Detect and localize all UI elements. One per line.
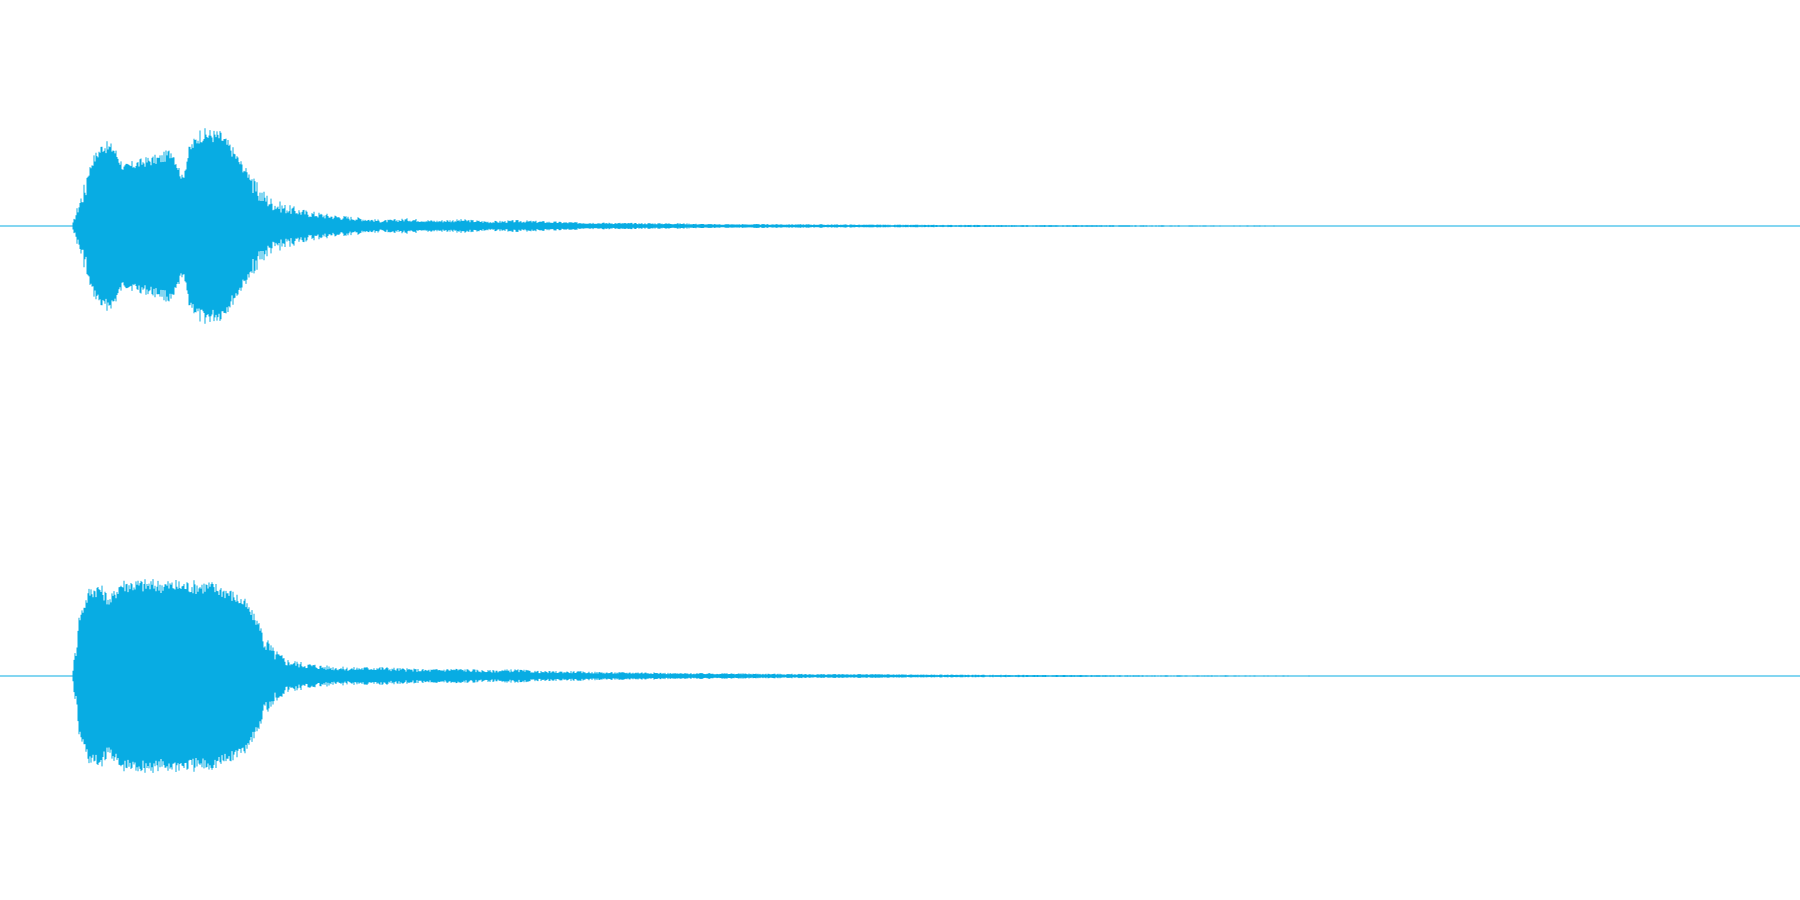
waveform-channel-2 <box>0 579 1800 773</box>
waveform-channel-1 <box>0 128 1800 324</box>
channel-1-waveform <box>72 128 1489 324</box>
channel-2-waveform <box>72 579 1489 773</box>
